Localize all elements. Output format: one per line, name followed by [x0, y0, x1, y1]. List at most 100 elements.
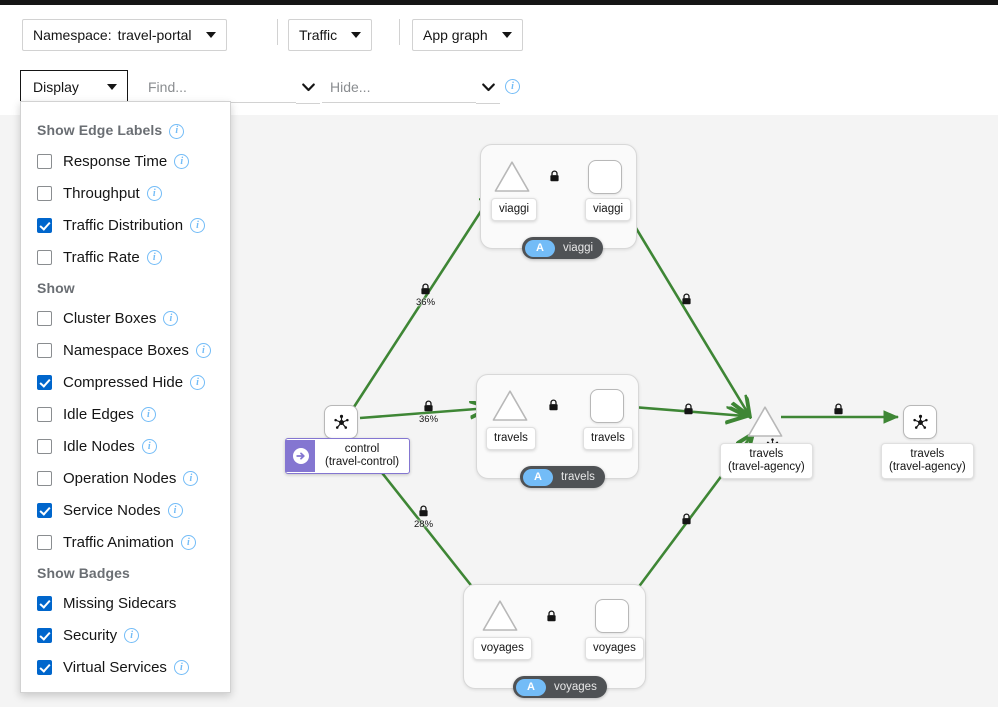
find-input[interactable]: [140, 71, 320, 102]
graph-type-select[interactable]: App graph: [412, 19, 523, 51]
info-icon[interactable]: i: [505, 79, 520, 94]
edge-lock-badge-3: [681, 292, 692, 308]
info-icon[interactable]: i: [190, 375, 206, 391]
checkbox-unchecked-icon[interactable]: [37, 154, 52, 170]
app-node-shape[interactable]: [903, 405, 937, 439]
info-icon[interactable]: i: [124, 628, 140, 644]
graph-node-app-travels[interactable]: [590, 389, 624, 423]
service-node-shape[interactable]: [745, 404, 785, 450]
node-label-line1: travels: [910, 448, 945, 460]
display-option-idle-nodes[interactable]: Idle Nodes i: [21, 431, 230, 463]
node-label-svc-viaggi[interactable]: viaggi: [491, 198, 538, 221]
checkbox-checked-icon[interactable]: [37, 596, 52, 612]
virtual-service-namespace: (travel-control): [325, 456, 400, 468]
edge-viaggi-to-agency[interactable]: [614, 194, 749, 415]
checkbox-unchecked-icon[interactable]: [37, 439, 52, 455]
checkbox-checked-icon[interactable]: [37, 503, 52, 519]
checkbox-unchecked-icon[interactable]: [37, 343, 52, 359]
lock-icon: [550, 170, 559, 182]
node-label-line1: viaggi: [593, 203, 624, 215]
node-label-svc-agency[interactable]: travels(travel-agency): [720, 443, 813, 479]
info-icon[interactable]: i: [183, 471, 199, 487]
info-icon[interactable]: i: [195, 343, 211, 359]
checkbox-unchecked-icon[interactable]: [37, 250, 52, 266]
node-label-line1: travels: [749, 448, 784, 460]
node-label-svc-voyages[interactable]: voyages: [473, 637, 532, 660]
graph-node-svc-agency[interactable]: [745, 404, 785, 450]
checkbox-checked-icon[interactable]: [37, 375, 52, 391]
edge-control-to-travels[interactable]: [359, 408, 489, 418]
checkbox-unchecked-icon[interactable]: [37, 407, 52, 423]
graph-node-app-agency[interactable]: [903, 405, 937, 439]
display-option-throughput[interactable]: Throughput i: [21, 178, 230, 210]
display-option-missing-sidecars[interactable]: Missing Sidecars: [21, 588, 230, 620]
app-node-shape[interactable]: [590, 389, 624, 423]
graph-node-app-control[interactable]: [324, 405, 358, 439]
node-label-app-viaggi[interactable]: viaggi: [585, 198, 632, 221]
info-icon[interactable]: i: [140, 407, 156, 423]
checkbox-checked-icon[interactable]: [37, 628, 52, 644]
app-node-shape[interactable]: [588, 160, 622, 194]
graph-node-app-voyages[interactable]: [595, 599, 629, 633]
info-icon[interactable]: i: [180, 535, 196, 551]
info-icon[interactable]: i: [190, 218, 206, 234]
namespace-select[interactable]: Namespace: travel-portal: [22, 19, 227, 51]
checkbox-checked-icon[interactable]: [37, 660, 52, 676]
edge-travels-to-agency[interactable]: [619, 404, 745, 416]
info-icon[interactable]: i: [146, 186, 162, 202]
service-node-shape[interactable]: [492, 159, 532, 195]
info-icon[interactable]: i: [141, 439, 157, 455]
info-icon[interactable]: i: [163, 311, 179, 327]
hide-input[interactable]: [322, 71, 500, 102]
display-button[interactable]: Display: [20, 70, 128, 103]
graph-node-app-viaggi[interactable]: [588, 160, 622, 194]
hide-dropdown-toggle[interactable]: [476, 71, 500, 104]
service-node-shape[interactable]: [490, 388, 530, 424]
node-label-line1: voyages: [593, 642, 636, 654]
node-label-app-travels[interactable]: travels: [583, 427, 633, 450]
service-node-shape[interactable]: [480, 598, 520, 634]
info-icon[interactable]: i: [167, 503, 183, 519]
app-node-shape[interactable]: [324, 405, 358, 439]
traffic-select[interactable]: Traffic: [288, 19, 373, 51]
app-node-shape[interactable]: [595, 599, 629, 633]
checkbox-unchecked-icon[interactable]: [37, 535, 52, 551]
graph-node-svc-viaggi[interactable]: [492, 159, 532, 195]
find-field[interactable]: [140, 71, 320, 103]
display-option-label: Throughput: [63, 185, 140, 203]
info-icon[interactable]: i: [173, 660, 189, 676]
graph-node-svc-voyages[interactable]: [480, 598, 520, 634]
checkbox-unchecked-icon[interactable]: [37, 471, 52, 487]
checkbox-unchecked-icon[interactable]: [37, 311, 52, 327]
edge-control-to-viaggi[interactable]: [350, 188, 496, 411]
info-icon[interactable]: i: [174, 154, 190, 170]
hide-field[interactable]: [322, 71, 500, 103]
node-label-app-agency[interactable]: travels(travel-agency): [881, 443, 974, 479]
node-label-app-voyages[interactable]: voyages: [585, 637, 644, 660]
checkbox-unchecked-icon[interactable]: [37, 186, 52, 202]
info-icon[interactable]: i: [146, 250, 162, 266]
chevron-down-icon: [351, 32, 362, 38]
checkbox-checked-icon[interactable]: [37, 218, 52, 234]
display-option-label: Idle Nodes: [63, 438, 135, 456]
virtual-service-badge-control[interactable]: control(travel-control): [285, 438, 411, 474]
node-label-svc-travels[interactable]: travels: [486, 427, 536, 450]
info-icon[interactable]: i: [169, 123, 185, 139]
graph-node-svc-travels[interactable]: [490, 388, 530, 424]
find-dropdown-toggle[interactable]: [296, 71, 320, 104]
